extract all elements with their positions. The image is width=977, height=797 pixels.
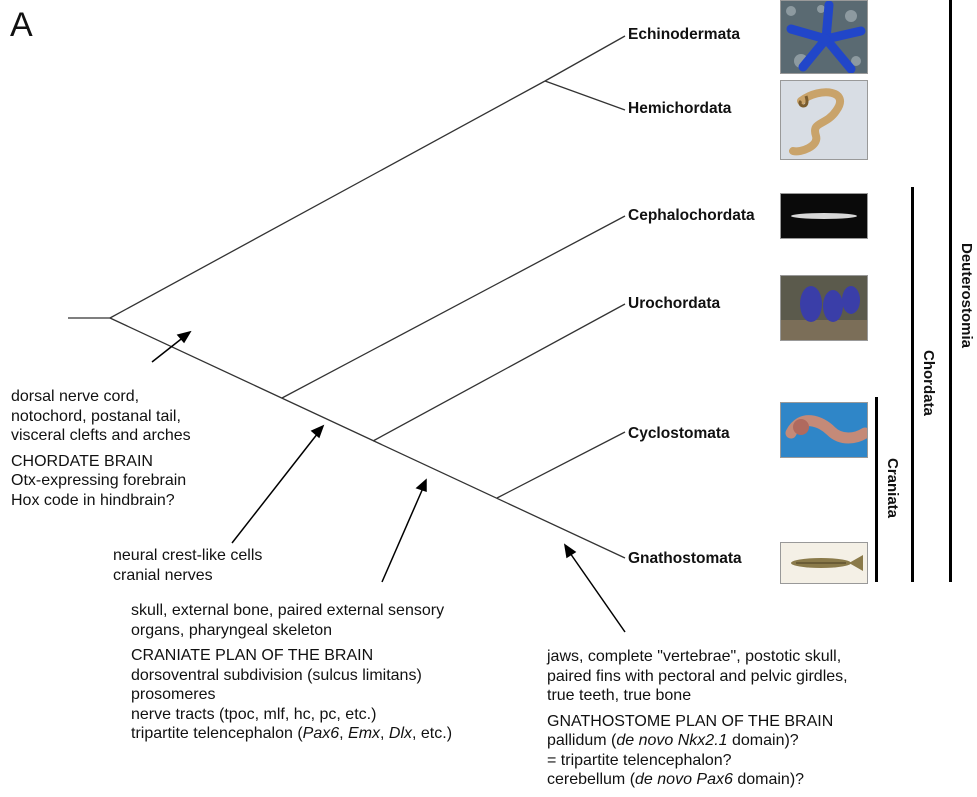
chordata-bar xyxy=(911,187,914,582)
tunicate-photo xyxy=(780,275,868,341)
arrow-gnathostome xyxy=(569,552,626,633)
craniata-bar xyxy=(875,397,878,582)
branch-hemichordata xyxy=(544,80,626,111)
branch-echinodermata xyxy=(544,35,626,82)
taxon-urochordata: Urochordata xyxy=(628,295,721,312)
taxon-hemichordata: Hemichordata xyxy=(628,100,732,117)
arrow-olfactores xyxy=(231,432,319,544)
taxon-gnathostomata: Gnathostomata xyxy=(628,550,742,567)
arrow-chordate xyxy=(151,335,186,363)
branch-ambulacraria xyxy=(109,80,546,319)
clade-label-deuterostomia: Deuterostomia xyxy=(958,243,975,349)
branch-cyclostomata xyxy=(496,431,626,499)
note-olfactores: neural crest-like cells cranial nerves xyxy=(113,547,263,584)
starfish-photo xyxy=(780,0,868,74)
deuterostomia-bar xyxy=(949,0,952,582)
panel-label: A xyxy=(10,6,33,44)
note-chordate: dorsal nerve cord, notochord, postanal t… xyxy=(11,388,191,509)
branch-cephalochordata xyxy=(281,215,626,399)
branch-urochordata xyxy=(372,303,626,442)
taxon-cephalochordata: Cephalochordata xyxy=(628,207,755,224)
amphioxus-photo xyxy=(780,193,868,239)
taxon-cyclostomata: Cyclostomata xyxy=(628,425,730,442)
acorn-worm-photo xyxy=(780,80,868,160)
taxon-echinodermata: Echinodermata xyxy=(628,26,740,43)
arrow-craniate xyxy=(381,487,424,583)
lamprey-photo xyxy=(780,402,868,458)
fish-photo xyxy=(780,542,868,584)
note-gnathostome: jaws, complete "vertebrae", postotic sku… xyxy=(547,648,848,788)
clade-label-craniata: Craniata xyxy=(884,458,901,519)
branch-chordata-spine xyxy=(109,317,626,559)
note-craniate: skull, external bone, paired external se… xyxy=(131,602,453,742)
clade-label-chordata: Chordata xyxy=(920,350,937,416)
